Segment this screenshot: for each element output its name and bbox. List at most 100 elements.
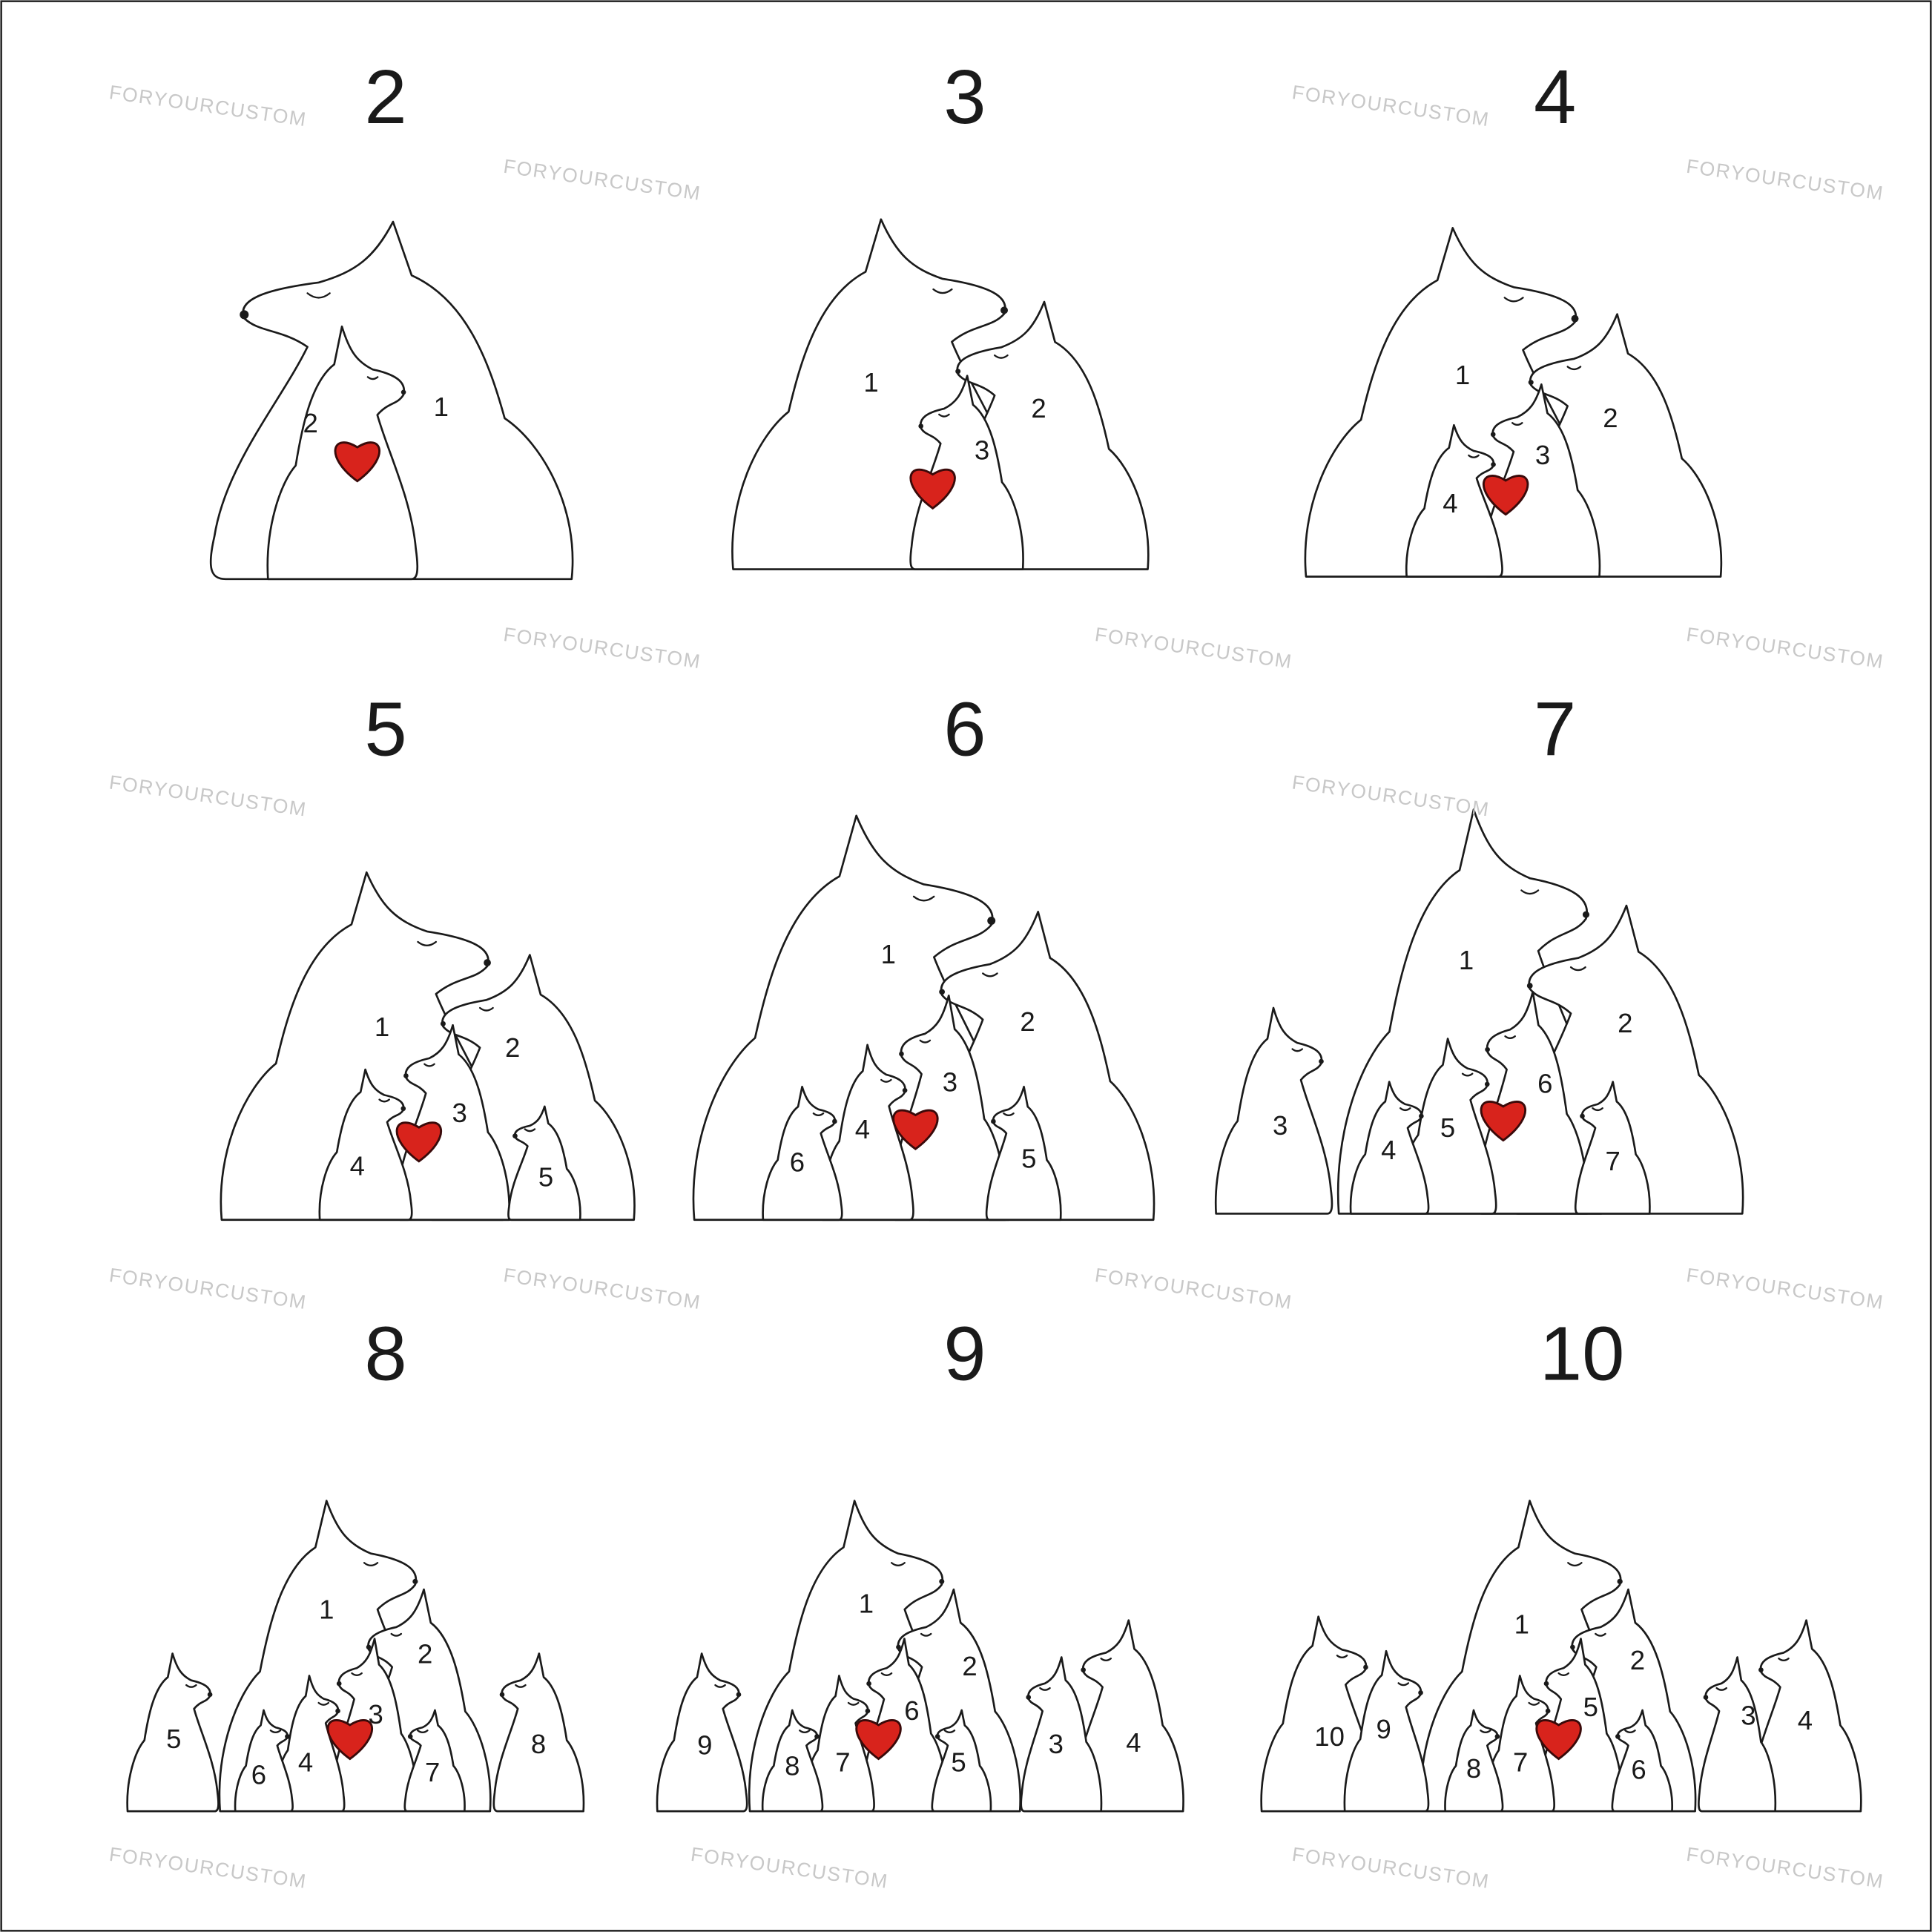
member-number-label: 6: [904, 1695, 919, 1726]
member-number-label: 8: [531, 1729, 546, 1759]
nose-icon: [412, 1578, 418, 1584]
panel-title: 6: [943, 686, 986, 771]
bear-outline: [931, 1709, 992, 1813]
member-number-label: 4: [1126, 1727, 1141, 1758]
nose-icon: [1615, 1734, 1621, 1739]
closed-eye-icon: [1291, 1048, 1304, 1052]
heart-icon: [909, 468, 956, 510]
closed-eye-icon: [1624, 1730, 1636, 1734]
member-number-label: 2: [1020, 1006, 1035, 1037]
nose-icon: [899, 1051, 904, 1057]
nose-icon: [939, 989, 945, 995]
closed-eye-icon: [1100, 1658, 1112, 1661]
nose-icon: [736, 1692, 742, 1698]
bear-outline: [403, 1709, 466, 1813]
member-number-label: 3: [1741, 1701, 1755, 1731]
closed-eye-icon: [378, 1098, 390, 1103]
closed-eye-icon: [938, 413, 950, 418]
panel-title: 3: [943, 54, 986, 139]
member-number-label: 6: [251, 1759, 266, 1790]
closed-eye-icon: [1778, 1658, 1790, 1661]
closed-eye-icon: [478, 1006, 494, 1012]
nose-icon: [1491, 461, 1496, 467]
nose-icon: [207, 1692, 213, 1698]
member-number-label: 5: [1583, 1692, 1598, 1722]
member-number-label: 1: [859, 1588, 874, 1618]
bear-outline: [761, 1709, 824, 1813]
member-number-label: 1: [863, 367, 878, 398]
nose-icon: [336, 1681, 342, 1687]
closed-eye-icon: [366, 376, 379, 380]
nose-icon: [400, 1106, 406, 1112]
nose-icon: [1703, 1695, 1709, 1700]
member-number-label: 5: [538, 1162, 553, 1193]
nose-icon: [1543, 1681, 1549, 1687]
bear-outline: [1405, 423, 1503, 578]
panel-title: 5: [364, 686, 406, 771]
heart-icon: [334, 441, 380, 483]
nose-icon: [1570, 1644, 1575, 1650]
bear-outline: [1444, 1709, 1504, 1813]
bear-outline: [507, 1105, 581, 1221]
panel-title: 9: [943, 1311, 986, 1397]
heart-icon: [892, 1109, 939, 1151]
heart-icon: [326, 1719, 373, 1761]
member-number-label: 4: [855, 1114, 870, 1144]
bear-outline: [1349, 1081, 1430, 1215]
member-number-label: 6: [790, 1147, 805, 1178]
closed-eye-icon: [351, 1672, 363, 1676]
closed-eye-icon: [890, 1562, 906, 1566]
member-number-label: 2: [1630, 1645, 1645, 1675]
member-number-label: 9: [1377, 1714, 1391, 1744]
member-number-label: 5: [1021, 1144, 1036, 1174]
closed-eye-icon: [912, 895, 935, 902]
bear-outline: [1611, 1709, 1673, 1813]
nose-icon: [1363, 1664, 1368, 1670]
nose-icon: [400, 389, 406, 395]
nose-icon: [1419, 1113, 1424, 1119]
bear-outline: [821, 1044, 914, 1221]
closed-eye-icon: [1504, 1035, 1516, 1040]
nose-icon: [1758, 1667, 1764, 1672]
member-number-label: 3: [452, 1098, 467, 1128]
nose-icon: [896, 1644, 901, 1650]
nose-icon: [1485, 1046, 1490, 1052]
closed-eye-icon: [1595, 1632, 1606, 1637]
bear-outline: [803, 1675, 875, 1813]
nose-icon: [403, 1073, 409, 1078]
closed-eye-icon: [1003, 1112, 1015, 1117]
closed-eye-icon: [1566, 366, 1582, 371]
closed-eye-icon: [423, 1063, 435, 1067]
nose-icon: [1580, 1113, 1585, 1119]
nose-icon: [991, 1118, 996, 1124]
closed-eye-icon: [714, 1684, 726, 1688]
member-number-label: 4: [298, 1747, 313, 1778]
nose-icon: [1526, 983, 1533, 989]
closed-eye-icon: [1557, 1672, 1570, 1676]
nose-icon: [1484, 1081, 1490, 1087]
member-number-label: 4: [1798, 1705, 1813, 1735]
bear-outline: [1574, 1081, 1651, 1215]
closed-eye-icon: [932, 288, 953, 294]
closed-eye-icon: [417, 940, 438, 946]
nose-icon: [366, 1644, 372, 1650]
nose-icon: [866, 1681, 871, 1687]
nose-icon: [918, 423, 924, 429]
closed-eye-icon: [1503, 297, 1524, 303]
member-number-label: 7: [425, 1757, 440, 1787]
nose-icon: [1545, 1708, 1551, 1714]
nose-icon: [1319, 1058, 1324, 1064]
closed-eye-icon: [1468, 454, 1480, 458]
member-number-label: 3: [369, 1699, 383, 1730]
closed-eye-icon: [1592, 1107, 1603, 1112]
closed-eye-icon: [1569, 966, 1586, 972]
member-number-label: 7: [1513, 1747, 1528, 1778]
panel-title: 2: [364, 54, 406, 139]
nose-icon: [1571, 314, 1579, 323]
bear-outline: [1485, 1675, 1555, 1813]
member-number-label: 2: [505, 1032, 520, 1063]
member-number-label: 5: [1440, 1112, 1455, 1143]
